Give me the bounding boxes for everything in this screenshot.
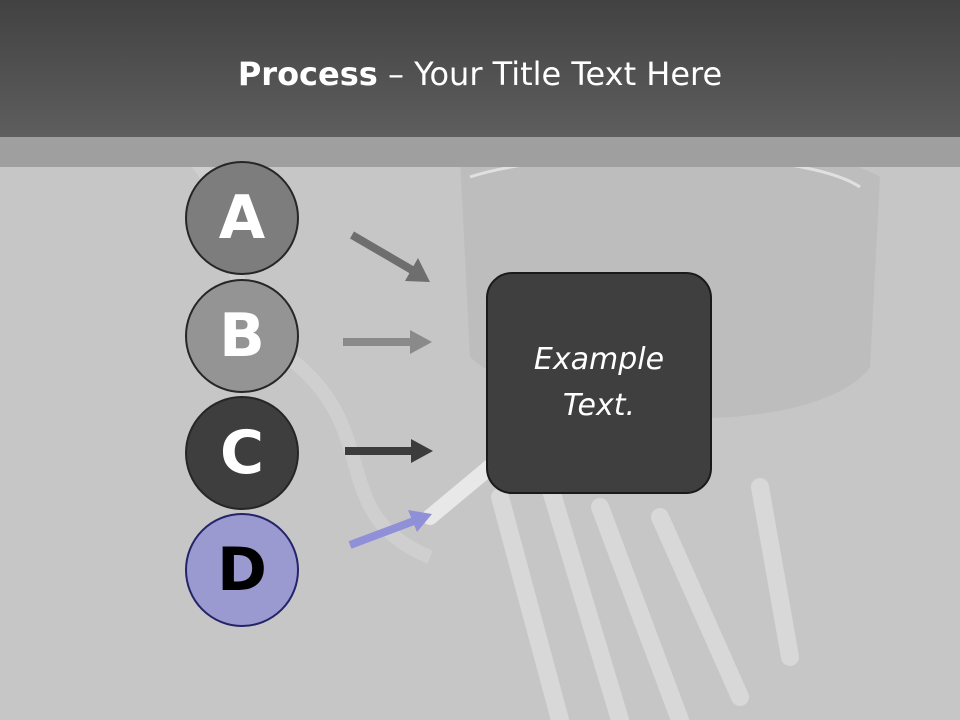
title-rest: – Your Title Text Here — [377, 55, 723, 93]
arrow-b — [343, 330, 432, 354]
arrow-a — [349, 231, 430, 282]
step-circle-c: C — [185, 396, 299, 510]
step-circle-d: D — [185, 513, 299, 627]
title-bold: Process — [237, 55, 378, 93]
page-title: Process – Your Title Text Here — [0, 52, 960, 96]
step-circle-b: B — [185, 279, 299, 393]
example-text-box: Example Text. — [486, 272, 712, 494]
arrow-d — [348, 510, 432, 549]
step-circle-a: A — [185, 161, 299, 275]
example-text: Example Text. — [533, 342, 665, 423]
arrow-c — [345, 439, 433, 463]
header-band — [0, 137, 960, 167]
title-bar — [0, 0, 960, 137]
